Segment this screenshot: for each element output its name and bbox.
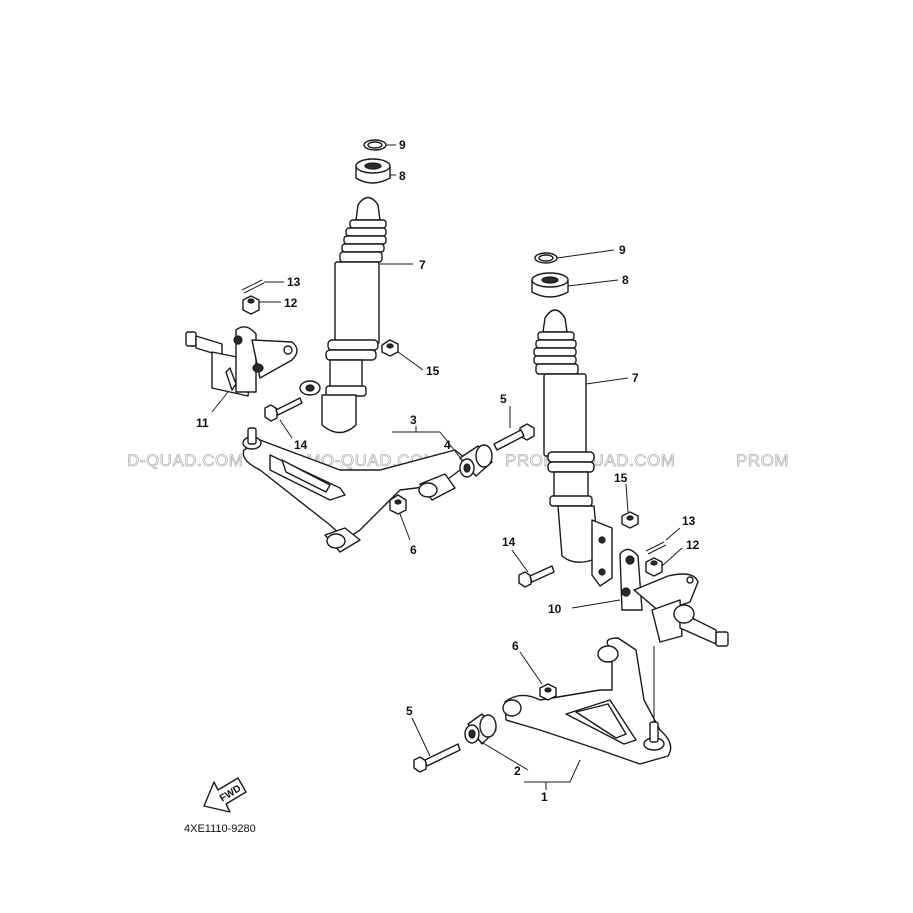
watermark-text-4: PROM [736,451,789,470]
right-lower-arm-part [502,637,672,765]
callout-right-2: 2 [514,764,521,778]
right-nut-6-part [539,683,557,701]
right-leader-lines [411,249,683,790]
callout-left-13: 13 [287,275,301,289]
left-upper-arm-part [242,427,471,553]
callout-right-5a: 5 [500,392,507,406]
callout-left-14: 14 [294,438,308,452]
left-castle-nut-part [242,295,260,315]
right-shock-absorber-part [533,309,613,587]
right-bushing-part [464,713,497,745]
callout-right-6: 6 [512,639,519,653]
callout-left-8: 8 [399,169,406,183]
right-castle-nut-part [645,557,663,577]
right-assembly: 9 8 7 5 15 13 14 12 10 6 5 2 1 [406,243,729,804]
callout-left-4: 4 [444,438,451,452]
left-leader-lines [211,144,463,541]
callout-right-9: 9 [619,243,626,257]
callout-left-7: 7 [419,258,426,272]
right-damper-nut-part [531,272,569,298]
callout-right-8: 8 [622,273,629,287]
callout-right-5b: 5 [406,704,413,718]
callout-right-14: 14 [502,535,516,549]
right-circlip-part [534,252,558,264]
drawing-code: 4XE1110-9280 [184,823,256,835]
left-steering-knuckle-part [185,326,298,397]
right-callouts: 9 8 7 5 15 13 14 12 10 6 5 2 1 [406,243,700,804]
callout-left-3: 3 [410,413,417,427]
callout-right-1: 1 [541,790,548,804]
right-cotter-pin-part [645,541,667,555]
left-cotter-pin-part [241,279,265,294]
right-bolt-5-upper-part [493,423,535,451]
left-nut-6-part [389,494,407,515]
watermark-text-1: D-QUAD.COM [127,451,243,470]
left-nut-15-part [381,339,399,357]
forward-direction-arrow: FWD [203,777,247,813]
left-shock-absorber-part [299,196,387,434]
left-bushing-part [459,444,493,478]
callout-left-12: 12 [284,296,298,310]
right-nut-15-part [621,511,639,529]
left-bolt-14-part [264,397,303,422]
callout-left-6: 6 [410,543,417,557]
left-damper-nut-part [355,158,391,184]
callout-left-15: 15 [426,364,440,378]
callout-left-9: 9 [399,138,406,152]
callout-right-15: 15 [614,471,628,485]
callout-right-10: 10 [548,602,562,616]
right-bolt-14-part [518,565,555,588]
right-steering-knuckle-part [619,548,729,647]
callout-right-7: 7 [632,371,639,385]
right-bolt-5-lower-part [413,743,461,773]
left-circlip-part [363,139,387,151]
left-assembly: 9 8 7 13 12 15 11 3 14 4 6 [185,138,493,557]
left-callouts: 9 8 7 13 12 15 11 3 14 4 6 [196,138,451,557]
callout-left-11: 11 [196,416,209,430]
callout-right-13: 13 [682,514,696,528]
callout-right-12: 12 [686,538,700,552]
